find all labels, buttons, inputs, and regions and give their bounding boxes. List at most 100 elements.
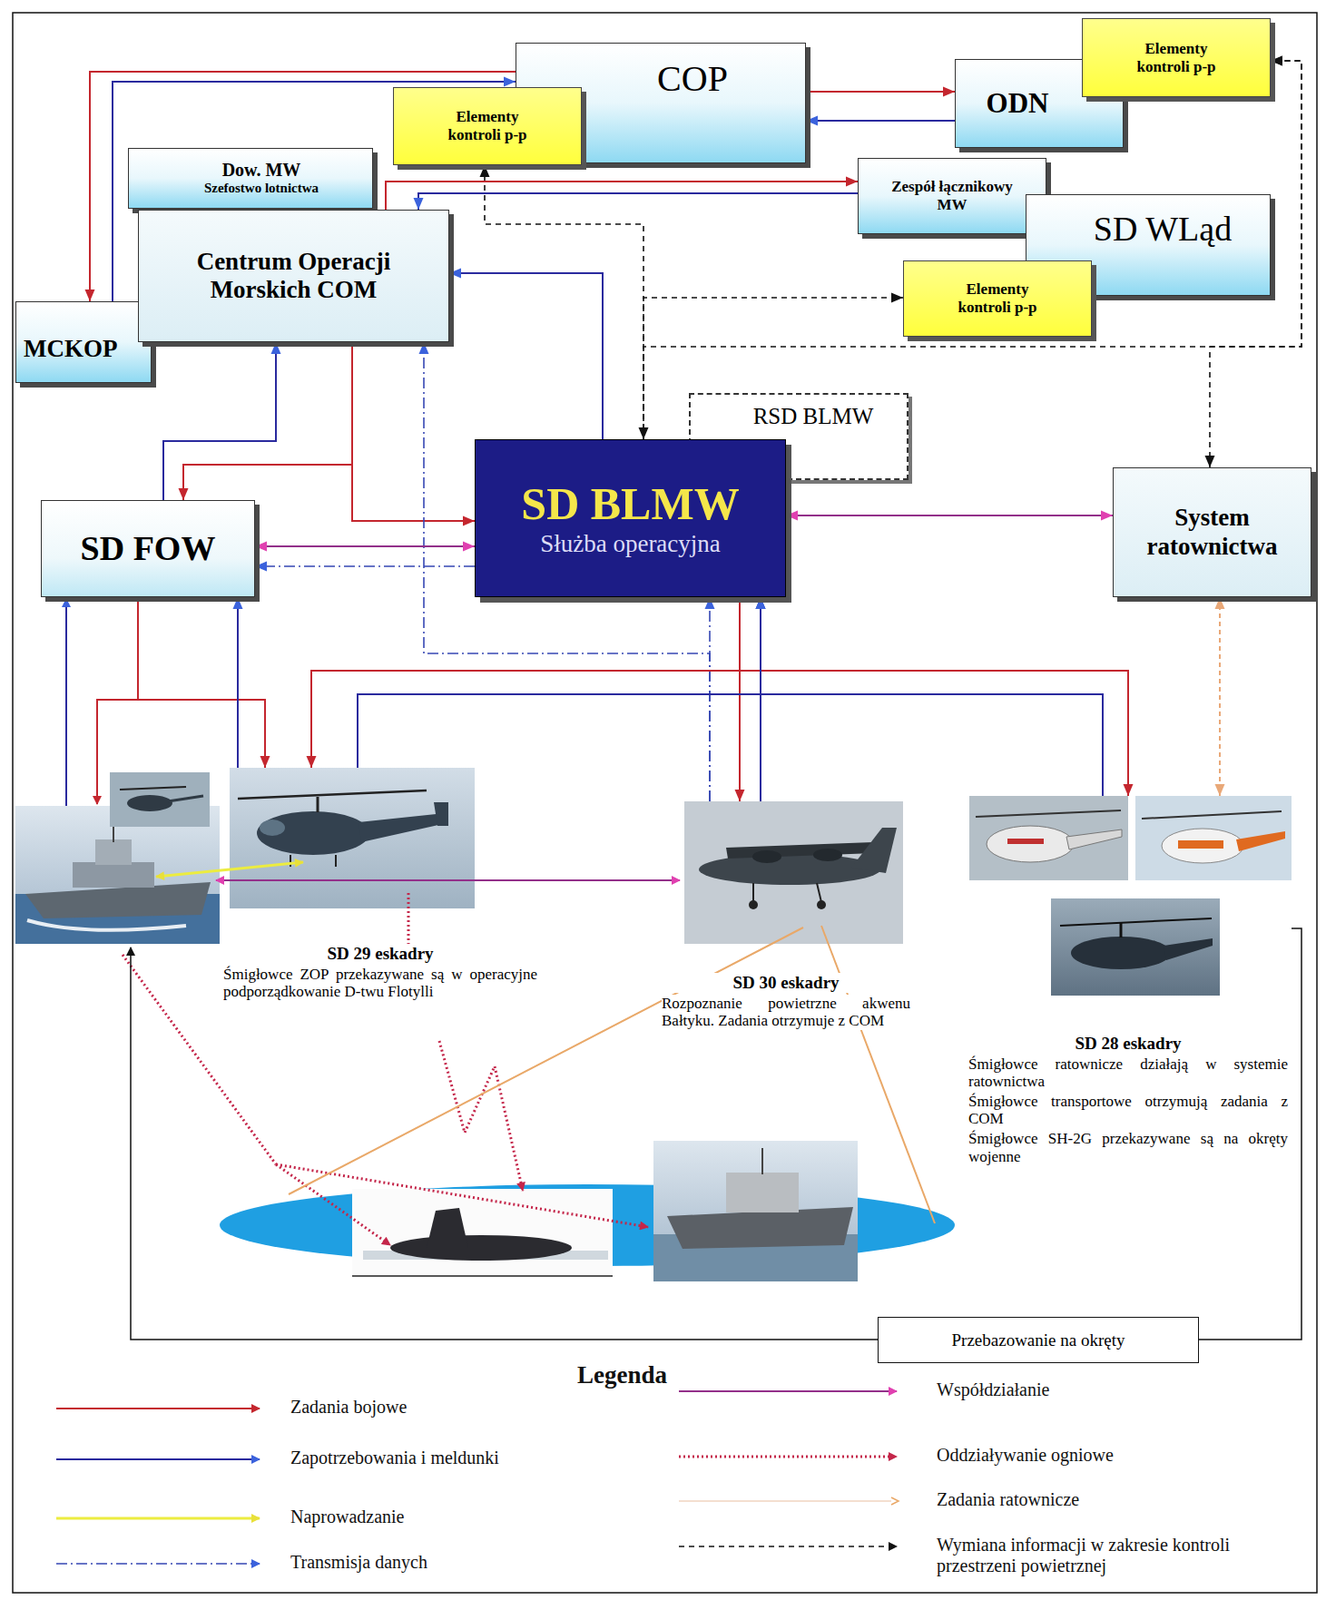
connector-line — [643, 297, 904, 440]
submarine-photo — [352, 1275, 613, 1277]
fire-line — [275, 1164, 391, 1246]
arrowhead — [462, 541, 475, 552]
box-label: SD FOW — [80, 529, 217, 570]
legend-sample — [56, 1562, 260, 1565]
helicopter-photo — [119, 786, 187, 790]
connector — [756, 597, 1104, 796]
arrowhead — [735, 789, 746, 802]
squadron-caption: SD 28 eskadryŚmigłowce ratownicze działa… — [964, 795, 1292, 1169]
fire-line — [122, 893, 649, 1246]
box-label: Szefostwo lotnictwa — [204, 180, 319, 197]
helicopter-photo — [127, 795, 173, 812]
connector-line — [760, 597, 1103, 796]
arrowhead — [845, 176, 858, 187]
arrowhead — [1215, 597, 1226, 609]
ship-photo — [667, 1207, 854, 1249]
helicopter-photo — [109, 772, 210, 827]
connector — [233, 597, 244, 768]
arrowhead — [260, 756, 271, 768]
box-label: Elementy kontroli p-p — [431, 108, 545, 144]
ship-photo — [653, 1140, 858, 1282]
helicopter-photo — [1007, 838, 1044, 845]
connector — [178, 342, 354, 501]
caption-text: Rozpoznanie powietrzne akwenu Bałtyku. Z… — [661, 994, 911, 1031]
legend-sample — [56, 1458, 260, 1461]
box-label: SD WLąd — [1093, 209, 1232, 250]
connector — [805, 87, 955, 98]
helicopter-photo — [1119, 922, 1123, 938]
legend-sample — [56, 1407, 260, 1410]
arrowhead — [756, 597, 767, 609]
legend-text: Naprowadzanie — [290, 1506, 636, 1528]
arrowhead — [178, 488, 189, 501]
ship-link — [97, 699, 138, 805]
command-box: MCKOP — [15, 301, 152, 384]
ship-photo — [726, 1172, 799, 1213]
aircraft-photo — [748, 900, 758, 910]
helicopter-photo — [1135, 795, 1292, 881]
connector-line — [805, 119, 955, 122]
connector — [352, 342, 475, 527]
helicopter-photo — [167, 795, 204, 802]
arrowhead — [503, 77, 516, 88]
control-element-box: Elementy kontroli p-p — [1081, 18, 1271, 98]
arrowhead — [1100, 510, 1113, 521]
aircraft-photo — [726, 842, 875, 859]
connector-line — [183, 342, 353, 501]
helicopter-photo — [969, 795, 1129, 881]
command-box: SD FOW — [40, 500, 256, 598]
helicopter-photo — [433, 802, 449, 826]
helicopter-photo — [1050, 898, 1220, 996]
helicopter-photo — [1135, 795, 1292, 881]
helicopter-photo — [1161, 828, 1244, 864]
connector-line — [255, 565, 475, 568]
helicopter-photo — [1141, 811, 1282, 819]
arrowhead — [705, 597, 716, 609]
connector — [449, 268, 603, 441]
helicopter-photo — [1178, 840, 1224, 849]
caption-heading: SD 28 eskadry — [968, 1033, 1288, 1054]
helicopter-photo — [975, 810, 1121, 817]
helicopter-photo — [259, 819, 285, 836]
legend-text: Oddziaływanie ogniowe — [936, 1444, 1291, 1466]
caption-text: Śmigłowce transportowe otrzymują zadania… — [968, 1092, 1288, 1129]
arrowhead — [891, 293, 904, 304]
connector — [705, 597, 716, 802]
arrowhead — [1270, 56, 1283, 67]
helicopter-photo — [358, 813, 447, 843]
connector-line — [352, 342, 475, 521]
legend-sample — [891, 1497, 899, 1505]
arrowhead — [785, 510, 798, 521]
operations-box: SD BLMWSłużba operacyjna — [474, 439, 786, 598]
aircraft-photo — [813, 848, 843, 862]
helicopter-photo — [237, 790, 427, 799]
box-label: MCKOP — [23, 334, 118, 364]
connector — [1215, 597, 1226, 796]
aircraft-photo — [851, 827, 897, 874]
aircraft-photo — [684, 801, 904, 944]
connector — [385, 176, 858, 211]
arrowhead — [306, 756, 317, 768]
squadron-caption: SD 29 eskadryŚmigłowce ZOP przekazywane … — [219, 767, 541, 1005]
aircraft-photo — [816, 883, 822, 903]
note-box: Przebazowanie na okręty — [877, 1316, 1199, 1364]
command-box: Dow. MWSzefostwo lotnictwa — [127, 147, 374, 209]
arrowhead — [255, 561, 267, 572]
arrowhead — [419, 342, 430, 354]
caption-text: Śmigłowce ZOP przekazywane są w operacyj… — [223, 965, 538, 1002]
arrowhead — [805, 116, 818, 127]
legend-text: Zapotrzebowania i meldunki — [290, 1447, 636, 1469]
connector — [739, 597, 1134, 796]
reconnaissance-line — [821, 925, 935, 1224]
helicopter-photo — [289, 854, 292, 867]
helicopter-photo — [969, 795, 1129, 881]
squadron-caption: SD 30 eskadryRozpoznanie powietrzne akwe… — [658, 801, 914, 1034]
liaison-box: Zespół łącznikowy MW — [857, 157, 1047, 235]
arrowhead — [449, 268, 462, 279]
aircraft-photo — [752, 883, 755, 903]
connector — [255, 541, 475, 552]
box-label: System ratownictwa — [1135, 503, 1290, 560]
aircraft-photo — [816, 900, 826, 910]
legend-text: Współdziałanie — [936, 1379, 1291, 1401]
